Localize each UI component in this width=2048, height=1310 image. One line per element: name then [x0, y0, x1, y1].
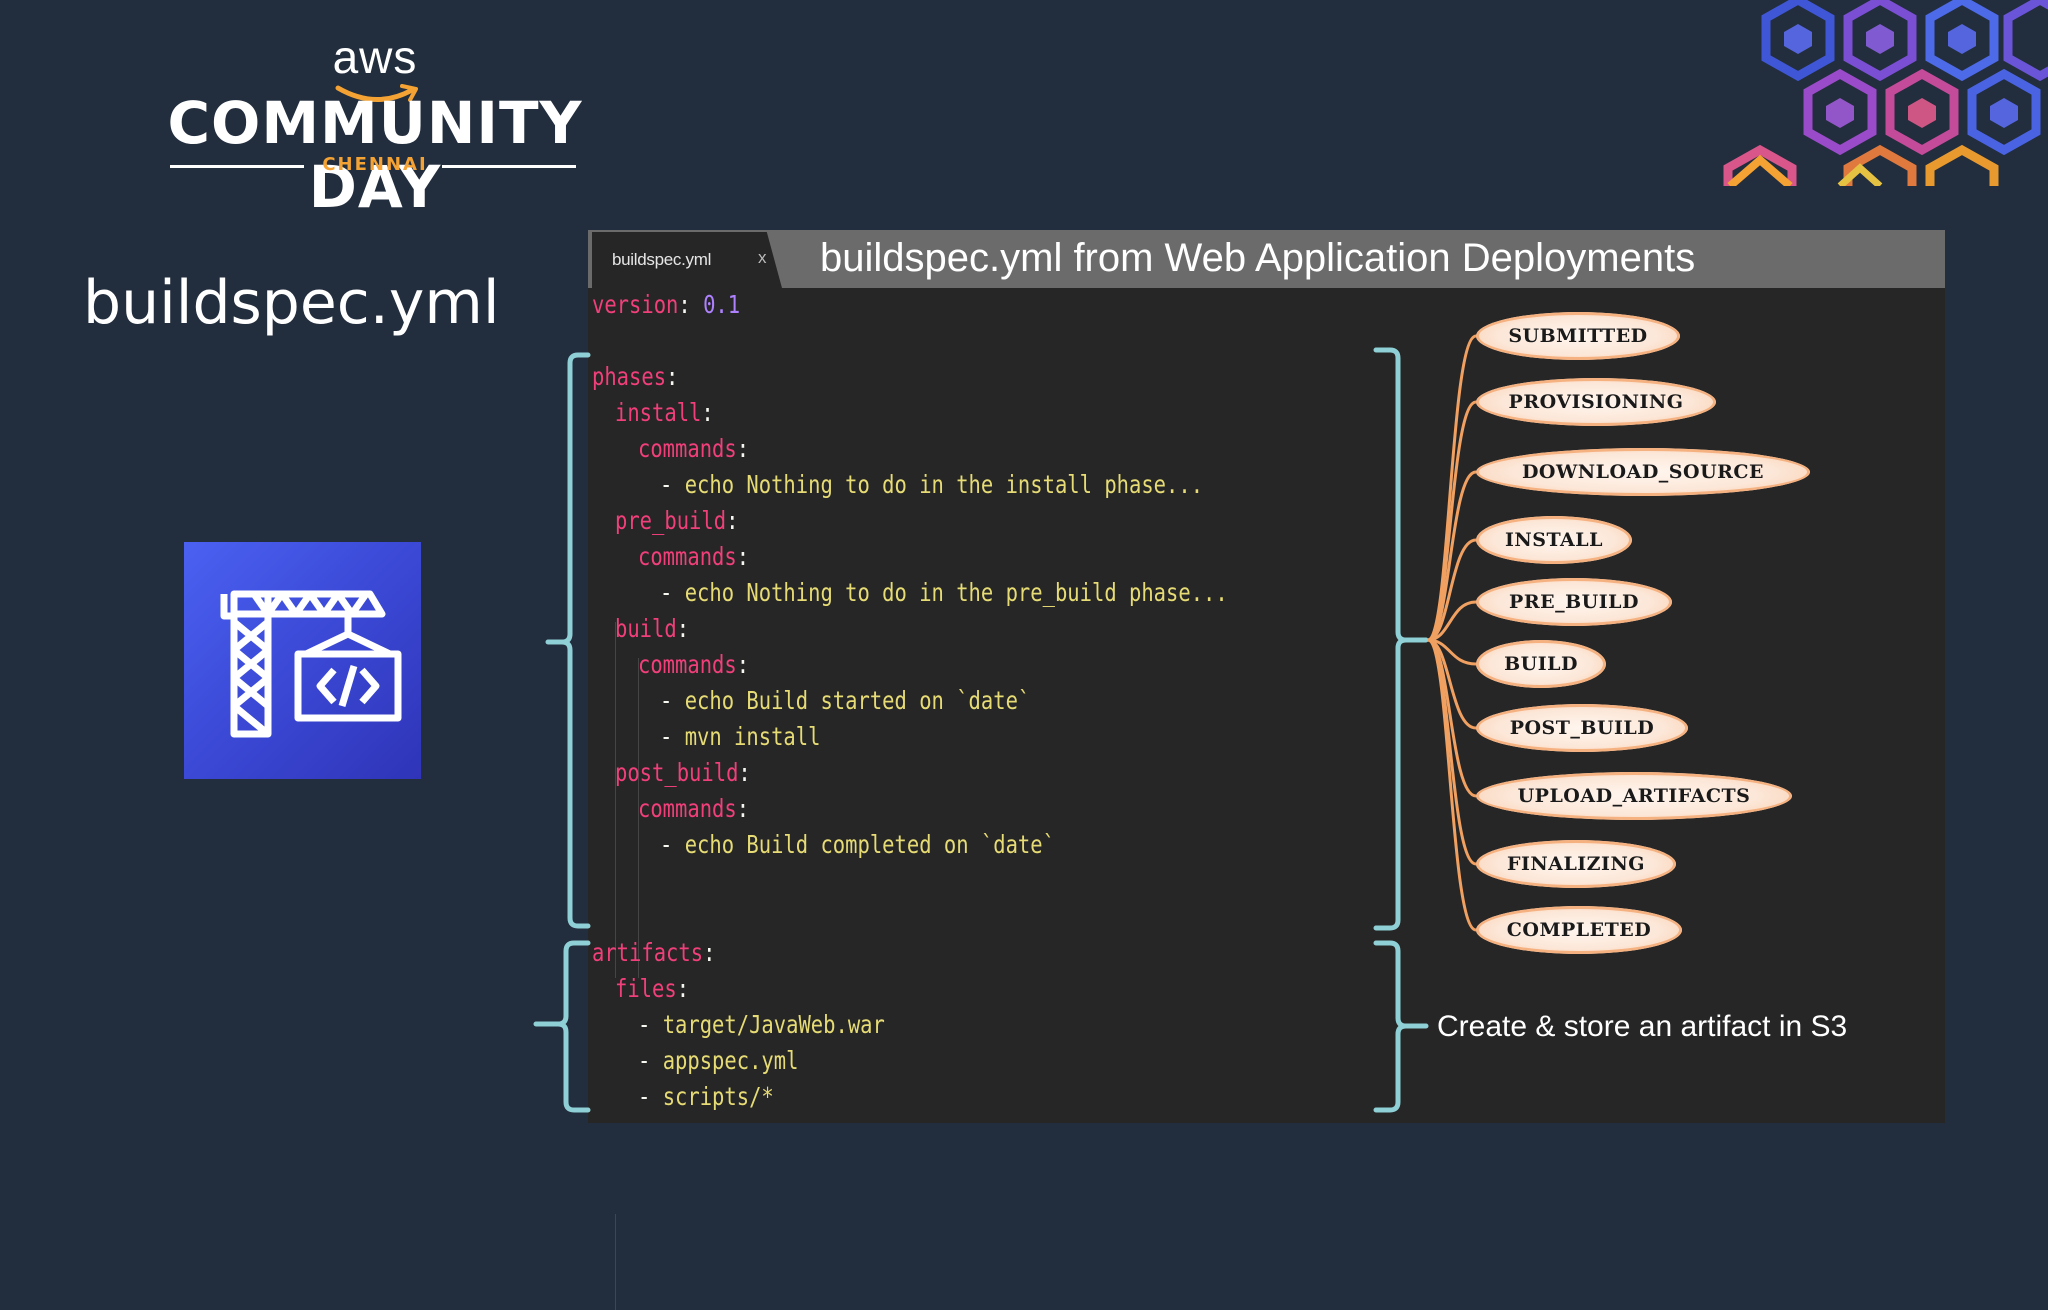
close-tab-icon[interactable]: x	[758, 248, 767, 267]
phase-build: BUILD	[1476, 640, 1606, 688]
code-line-post-build: post_build:	[615, 758, 751, 787]
code-line-commands: commands:	[638, 794, 750, 823]
code-line-build: build:	[615, 614, 690, 643]
artifacts-left-brace	[533, 940, 591, 1113]
window-title: buildspec.yml from Web Application Deplo…	[820, 236, 1696, 280]
code-line-install: install:	[615, 398, 714, 427]
file-tab-label: buildspec.yml	[612, 250, 712, 269]
indent-guide	[615, 622, 616, 978]
code-line-command: - echo Nothing to do in the install phas…	[660, 470, 1204, 499]
phase-upload-artifacts: UPLOAD_ARTIFACTS	[1476, 772, 1792, 820]
phase-finalizing: FINALIZING	[1476, 840, 1676, 888]
slide-title: buildspec.yml	[83, 268, 500, 338]
crane-code-icon	[220, 590, 402, 738]
phase-submitted: SUBMITTED	[1476, 312, 1680, 360]
code-line-command: - echo Nothing to do in the pre_build ph…	[660, 578, 1228, 607]
code-line-version: version: 0.1	[592, 290, 741, 319]
phase-provisioning: PROVISIONING	[1476, 378, 1716, 426]
hexagon-pattern-decoration	[1720, 0, 2048, 186]
code-line-file: - appspec.yml	[638, 1046, 799, 1075]
phases-left-brace	[545, 352, 591, 929]
code-line-file: - scripts/*	[638, 1082, 774, 1111]
code-line-artifacts: artifacts:	[592, 938, 716, 967]
community-day-logo: aws COMMUNITY DAY CHENNAI	[120, 30, 630, 219]
code-line-commands: commands:	[638, 434, 750, 463]
phase-install: INSTALL	[1476, 516, 1632, 564]
code-line-files: files:	[615, 974, 690, 1003]
phase-completed: COMPLETED	[1476, 906, 1682, 954]
aws-wordmark: aws	[332, 31, 418, 83]
codebuild-service-icon	[184, 542, 421, 779]
artifact-note: Create & store an artifact in S3	[1437, 1010, 1848, 1043]
code-line-commands: commands:	[638, 650, 750, 679]
code-line-command: - mvn install	[660, 722, 821, 751]
phase-download-source: DOWNLOAD_SOURCE	[1476, 448, 1810, 496]
phase-post-build: POST_BUILD	[1476, 704, 1688, 752]
event-city: CHENNAI	[322, 154, 428, 175]
file-tab-buildspec[interactable]: buildspec.yml x	[592, 232, 782, 288]
indent-guide	[615, 1214, 616, 1310]
city-divider-left	[170, 165, 304, 168]
code-line-file: - target/JavaWeb.war	[638, 1010, 885, 1039]
indent-guide	[638, 658, 639, 978]
code-line-commands: commands:	[638, 542, 750, 571]
phase-pre-build: PRE_BUILD	[1476, 578, 1672, 626]
code-editor-window: buildspec.yml x buildspec.yml from Web A…	[588, 230, 1945, 1310]
code-line-phases: phases:	[592, 362, 679, 391]
event-name: COMMUNITY DAY	[167, 89, 583, 221]
editor-title-bar: buildspec.yml x buildspec.yml from Web A…	[588, 230, 1945, 288]
city-divider-right	[442, 165, 576, 168]
code-line-pre-build: pre_build:	[615, 506, 739, 535]
aws-smile-icon	[335, 84, 418, 102]
code-line-command: - echo Build started on `date`	[660, 686, 1031, 715]
code-line-command: - echo Build completed on `date`	[660, 830, 1055, 859]
